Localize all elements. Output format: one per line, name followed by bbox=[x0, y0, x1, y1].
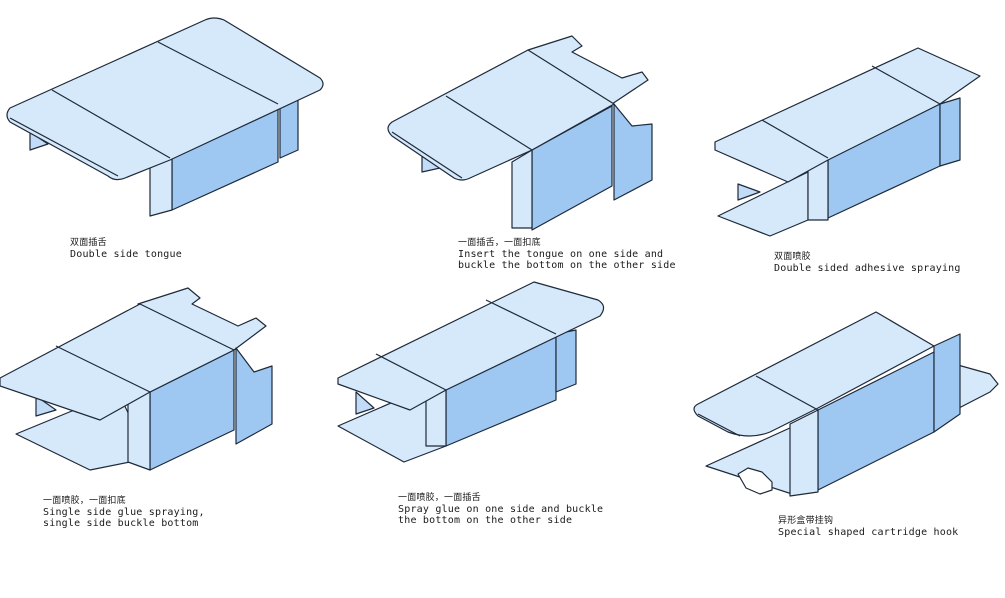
caption-zh: 双面插舌 bbox=[70, 238, 107, 248]
caption-zh: 双面喷胶 bbox=[774, 252, 811, 262]
caption-en-line-2: single side buckle bottom bbox=[43, 518, 199, 529]
caption-double-adhesive: 双面喷胶 Double sided adhesive spraying bbox=[774, 252, 961, 274]
caption-zh: 一面插舌，一面扣底 bbox=[458, 238, 541, 248]
caption-en: Special shaped cartridge hook bbox=[778, 527, 959, 538]
caption-en-line-2: buckle the bottom on the other side bbox=[458, 260, 676, 271]
caption-en-line-2: the bottom on the other side bbox=[398, 515, 573, 526]
box-tongue-and-buckle bbox=[387, 35, 653, 231]
caption-hanger-hook: 异形盒带挂钩 Special shaped cartridge hook bbox=[778, 516, 958, 538]
caption-en: Double side tongue bbox=[70, 249, 182, 260]
hang-hole-icon bbox=[737, 467, 773, 495]
box-glue-and-tongue bbox=[337, 281, 605, 463]
box-glue-and-buckle bbox=[0, 287, 273, 471]
box-hanger-hook bbox=[693, 311, 999, 497]
caption-glue-and-buckle: 一面喷胶，一面扣底 Single side glue spraying, sin… bbox=[43, 496, 205, 529]
caption-tongue-and-buckle: 一面插舌，一面扣底 Insert the tongue on one side … bbox=[458, 238, 676, 271]
caption-en-line-1: Spray glue on one side and buckle bbox=[398, 504, 604, 515]
caption-en-line-1: Single side glue spraying, bbox=[43, 507, 205, 518]
caption-zh: 一面喷胶，一面插舌 bbox=[398, 493, 481, 503]
caption-glue-and-tongue: 一面喷胶，一面插舌 Spray glue on one side and buc… bbox=[398, 493, 603, 526]
caption-zh: 一面喷胶，一面扣底 bbox=[43, 496, 126, 506]
caption-en: Double sided adhesive spraying bbox=[774, 263, 961, 274]
box-double-adhesive bbox=[714, 47, 981, 237]
box-double-side-tongue bbox=[6, 17, 324, 217]
caption-double-side-tongue: 双面插舌 Double side tongue bbox=[70, 238, 182, 260]
caption-zh: 异形盒带挂钩 bbox=[778, 516, 834, 526]
caption-en-line-1: Insert the tongue on one side and bbox=[458, 249, 664, 260]
